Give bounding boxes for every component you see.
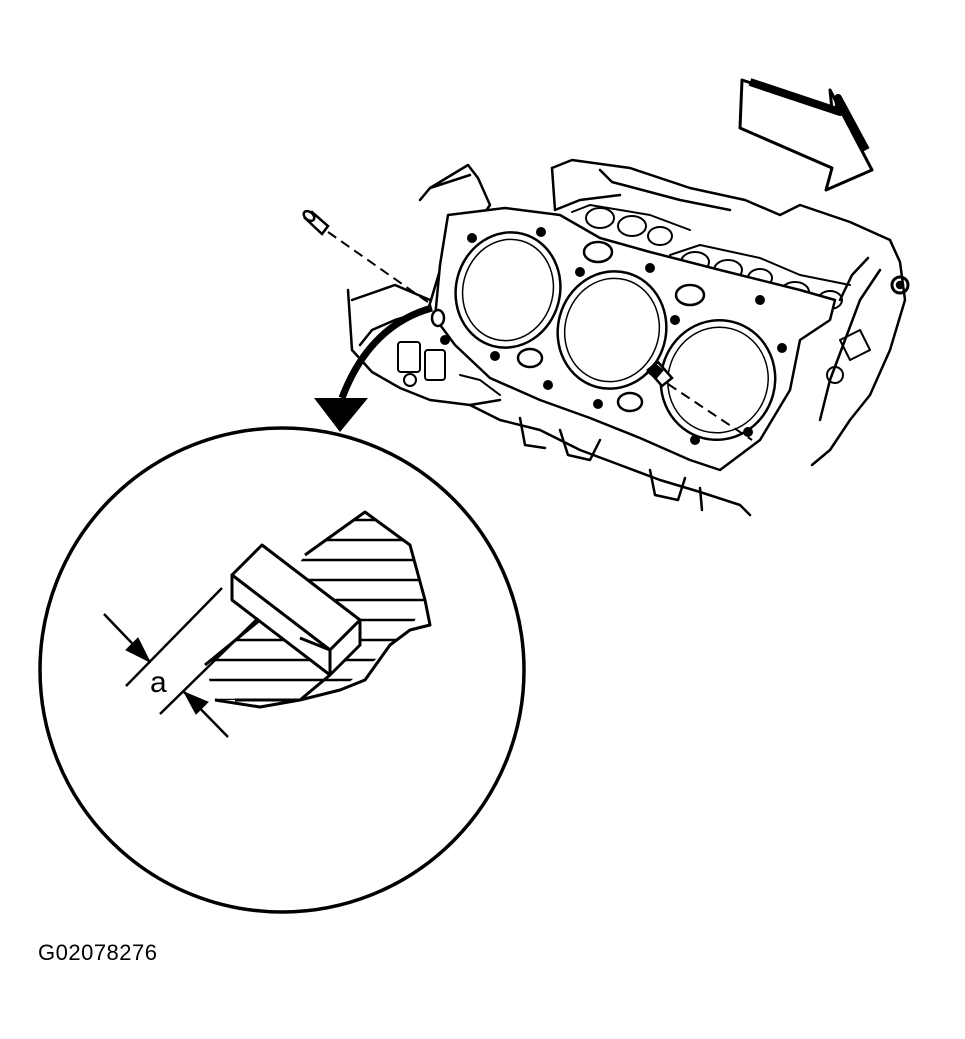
head-gasket [430,206,837,472]
dimension-a: a [103,587,259,738]
head-bolt-holes [440,227,787,445]
front-direction-arrow [738,78,874,192]
figure-id-label: G02078276 [38,940,158,965]
detail-callout-arrow [314,304,433,432]
dowel-pin-detail [230,543,362,702]
dimension-label: a [150,666,167,699]
dowel-pin-left [302,209,433,306]
detail-view: a [38,426,526,914]
dowel-pin-right [646,360,753,441]
